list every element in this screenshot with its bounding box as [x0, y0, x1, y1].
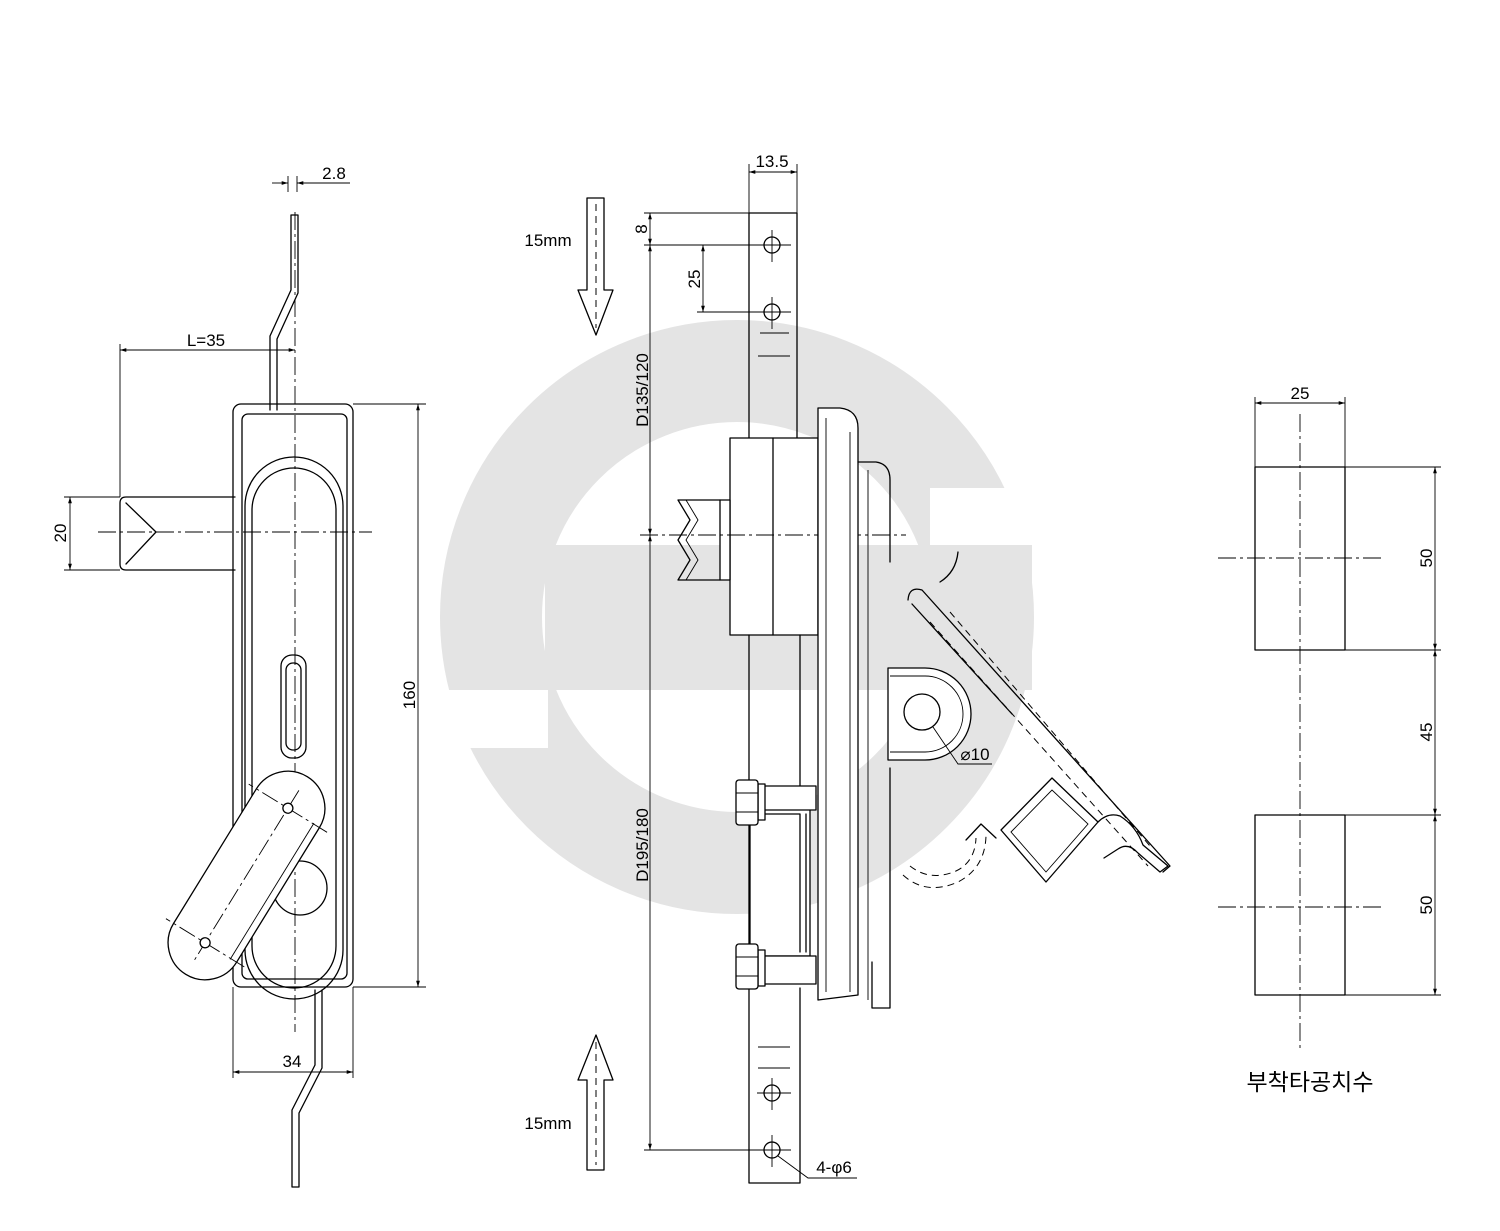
- lower-bolt-nut: [735, 943, 759, 990]
- key-slot-inner: [285, 662, 302, 751]
- hinge-lug-inner: [890, 675, 964, 753]
- raised-handle-outline: [907, 588, 1171, 873]
- cam-protrusion: [119, 496, 236, 571]
- spacing-label: 45: [1417, 723, 1436, 742]
- upper-bolt-facets: [736, 792, 758, 813]
- bottom-cutout-label: 50: [1417, 896, 1436, 915]
- lower-plate: [763, 955, 817, 985]
- body-height-label: 160: [400, 681, 419, 709]
- cam-chevron: [125, 502, 157, 565]
- handle-pivot-top: [282, 802, 294, 814]
- bracket-frame: [749, 807, 811, 957]
- hole-offset-label: 8: [632, 224, 651, 233]
- raised-handle-hidden-line-2: [949, 611, 1151, 847]
- lower-bolt-facets: [736, 956, 758, 977]
- body-inner: [241, 413, 348, 980]
- hinge-hole-leader: [932, 726, 992, 765]
- upper-plate: [763, 785, 817, 811]
- handle: [165, 770, 328, 981]
- travel-top-label: 15mm: [524, 231, 571, 250]
- lower-hole-2-cross: [757, 1135, 791, 1167]
- lower-washer: [757, 949, 766, 987]
- housing: [729, 437, 819, 636]
- side-view: 15mm 15mm 13.5 8 25 D135/120 D195/18: [524, 152, 1171, 1184]
- hinge-hole: [903, 693, 941, 731]
- raised-handle-hook: [1097, 814, 1169, 873]
- top-rod: [269, 214, 299, 411]
- top-cutout-label: 50: [1417, 549, 1436, 568]
- raised-handle-stem: [939, 551, 959, 583]
- cutout-view: 25 50 45 50 부착타공치수: [1218, 384, 1441, 1096]
- raised-handle-hidden-line-1: [929, 621, 1149, 867]
- travel-arrow-down-outline: [577, 197, 614, 336]
- hinge-hole-label: ⌀10: [960, 745, 989, 764]
- hole-pitch-label: 25: [685, 270, 704, 289]
- travel-arrow-down: [577, 197, 614, 336]
- cam-width-label: 20: [51, 524, 70, 543]
- watermark-gap-right: [930, 488, 1048, 545]
- body-outer: [232, 403, 354, 988]
- lower-rod-label: D195/180: [633, 808, 652, 882]
- key-slot-outer: [280, 654, 307, 759]
- upper-hole-1-cross: [757, 230, 791, 262]
- upper-washer: [757, 783, 766, 821]
- cutout-height-extensions: [1345, 466, 1441, 996]
- body-width-label: 34: [283, 1052, 302, 1071]
- upper-hole-2-cross: [757, 297, 791, 329]
- bar-width-label: 13.5: [755, 152, 788, 171]
- upper-bar: [748, 212, 798, 439]
- rotation-arrow-outer: [902, 835, 987, 889]
- lower-hole-1-cross: [757, 1078, 791, 1110]
- lower-bar-marks: [758, 1046, 790, 1069]
- raised-handle-grip-inner: [1010, 789, 1089, 873]
- mount-holes-leader: [777, 1155, 857, 1179]
- lower-bar: [748, 634, 801, 1184]
- gasket-frame: [857, 461, 891, 1009]
- hinge-lug-outer: [887, 667, 972, 761]
- raised-handle: [907, 551, 1171, 883]
- handle-pivot-bottom: [199, 937, 211, 949]
- cam-shaft: [719, 499, 731, 581]
- recess-inner: [251, 467, 337, 989]
- upper-bolt-nut: [735, 779, 759, 826]
- door-plate-inner-lines: [825, 418, 851, 992]
- cam-wedge-break: [685, 499, 699, 581]
- rod-thickness-label: 2.8: [322, 164, 346, 183]
- cam-length-label: L=35: [187, 331, 225, 350]
- travel-bottom-label: 15mm: [524, 1114, 571, 1133]
- handle-edge-line: [229, 822, 315, 960]
- travel-arrow-up-outline: [577, 1034, 614, 1171]
- upper-bar-marks: [758, 332, 790, 357]
- cutout-width-label: 25: [1291, 384, 1310, 403]
- rotation-arrow: [902, 823, 997, 889]
- door-plate: [817, 407, 859, 1001]
- handle-axis: [193, 790, 300, 961]
- bottom-rod: [291, 989, 323, 1188]
- rotation-arrow-inner: [909, 837, 977, 876]
- mount-holes-label: 4-φ6: [816, 1158, 852, 1177]
- watermark-gap-left: [428, 690, 548, 748]
- cam-wedge: [677, 499, 721, 581]
- recess-outer: [244, 456, 344, 1000]
- rotation-arrow-head: [965, 823, 997, 841]
- upper-rod-label: D135/120: [633, 353, 652, 427]
- front-view: 2.8 L=35: [51, 164, 426, 1188]
- travel-arrow-up: [577, 1034, 614, 1171]
- cutout-caption: 부착타공치수: [1247, 1070, 1374, 1096]
